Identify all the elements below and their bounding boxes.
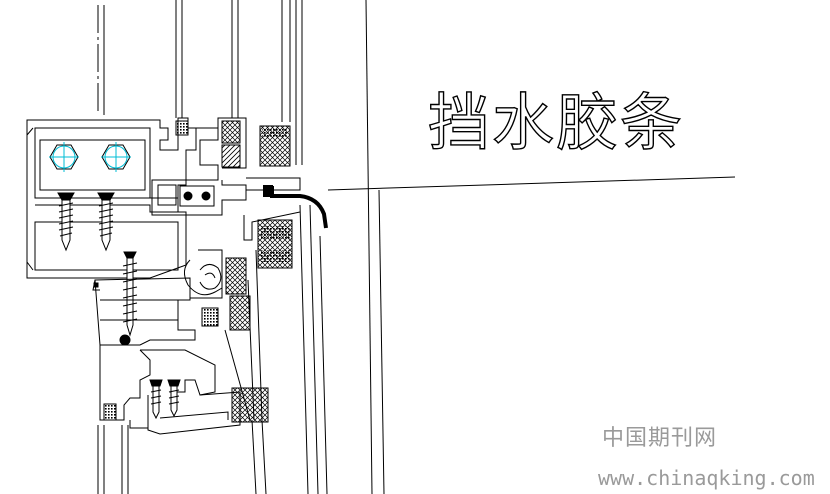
diagonal-sash-line bbox=[224, 329, 251, 421]
gasket-upper-hatch-a bbox=[221, 120, 241, 144]
frame-profile bbox=[26, 117, 197, 279]
gasket-glass-middle-lower bbox=[260, 250, 290, 262]
screw-right bbox=[97, 192, 115, 252]
gasket-upper-hatch-b bbox=[221, 144, 241, 168]
gasket-glass-top-inner bbox=[262, 128, 288, 138]
gasket-hinge-side-lower bbox=[229, 295, 251, 331]
gasket-lower-diagonal bbox=[231, 387, 269, 423]
gasket-sash-small bbox=[201, 307, 219, 327]
gasket-hinge-side bbox=[225, 257, 247, 295]
screw-left bbox=[57, 192, 75, 252]
callout-leader-line bbox=[327, 176, 736, 191]
bolt-head-right bbox=[101, 142, 131, 172]
glass-bracket bbox=[243, 211, 301, 241]
bolt-head-left bbox=[49, 142, 79, 172]
gasket-glass-middle-inner bbox=[260, 226, 290, 240]
long-screw bbox=[119, 251, 138, 346]
watermark-url: www.chinaqking.com bbox=[598, 466, 815, 490]
water-stop-rubber-strip bbox=[264, 186, 328, 229]
watermark-site-name: 中国期刊网 bbox=[602, 426, 718, 451]
gasket-upper-left bbox=[175, 120, 189, 136]
callout-label-water-stop-strip: 挡水胶条 bbox=[427, 85, 685, 159]
hinge-curl bbox=[184, 249, 223, 299]
small-screw-cluster bbox=[149, 379, 181, 420]
corner-gasket-small bbox=[103, 403, 117, 421]
water-stop-strip-end bbox=[263, 185, 273, 197]
